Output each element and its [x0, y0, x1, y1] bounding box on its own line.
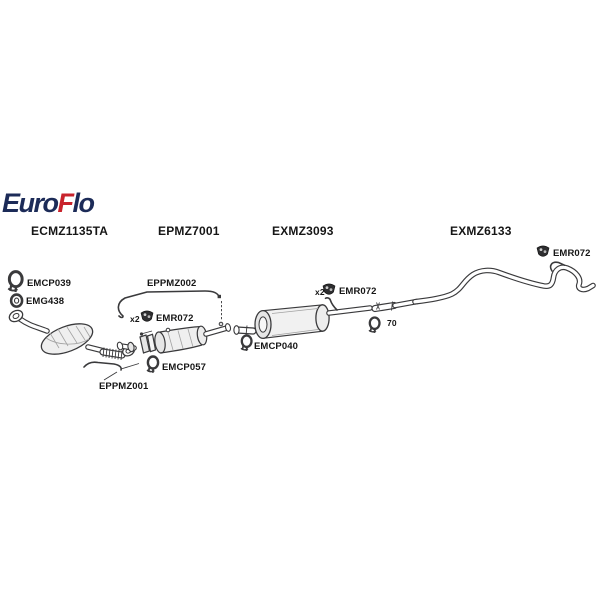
label-emcp040: EMCP040 — [254, 341, 298, 352]
header-exmz3093: EXMZ3093 — [272, 224, 334, 238]
front-pipe-catalyst-drawing — [8, 309, 135, 361]
rubber-mount-icon-mid — [322, 283, 336, 295]
label-eppmz001: EPPMZ001 — [99, 381, 149, 392]
label-emr072-mid: EMR072 — [339, 286, 377, 297]
rubber-mount-icon-tail — [536, 245, 550, 257]
label-emr072-tail: EMR072 — [553, 248, 591, 259]
clamp-icon-emcp040 — [239, 334, 253, 353]
centre-silencer-drawing — [233, 297, 420, 340]
logo-text-f: F — [57, 188, 75, 218]
clamp-icon-emcp057 — [145, 355, 160, 374]
hanger-rod-eppmz001-drawing — [83, 361, 140, 381]
header-epmz7001: EPMZ7001 — [158, 224, 220, 238]
label-qty-mid: x2 — [315, 287, 325, 297]
header-exmz6133: EXMZ6133 — [450, 224, 512, 238]
header-ecmz1135ta: ECMZ1135TA — [31, 224, 109, 238]
label-emcp039: EMCP039 — [27, 278, 71, 289]
label-emg438: EMG438 — [26, 296, 65, 307]
logo-text-lo: lo — [72, 188, 96, 218]
hanger-wire-eppmz002-drawing — [117, 290, 222, 321]
label-emr072-center: EMR072 — [156, 313, 194, 324]
gasket-icon-emg438 — [9, 293, 24, 308]
euroflo-logo: EuroFlo — [2, 188, 96, 218]
label-emcp057: EMCP057 — [162, 362, 206, 373]
label-clamp-size-70: 70 — [387, 318, 397, 328]
centre-catalyst-drawing — [116, 321, 232, 354]
logo-text-euro: Euro — [2, 188, 59, 218]
clamp-icon-emcp039 — [6, 270, 24, 294]
rubber-mount-icon-center — [140, 310, 154, 322]
tailpipe-drawing — [412, 261, 596, 305]
clamp-icon-70 — [367, 316, 381, 335]
label-qty-center: x2 — [130, 314, 140, 324]
label-eppmz002: EPPMZ002 — [147, 278, 197, 289]
